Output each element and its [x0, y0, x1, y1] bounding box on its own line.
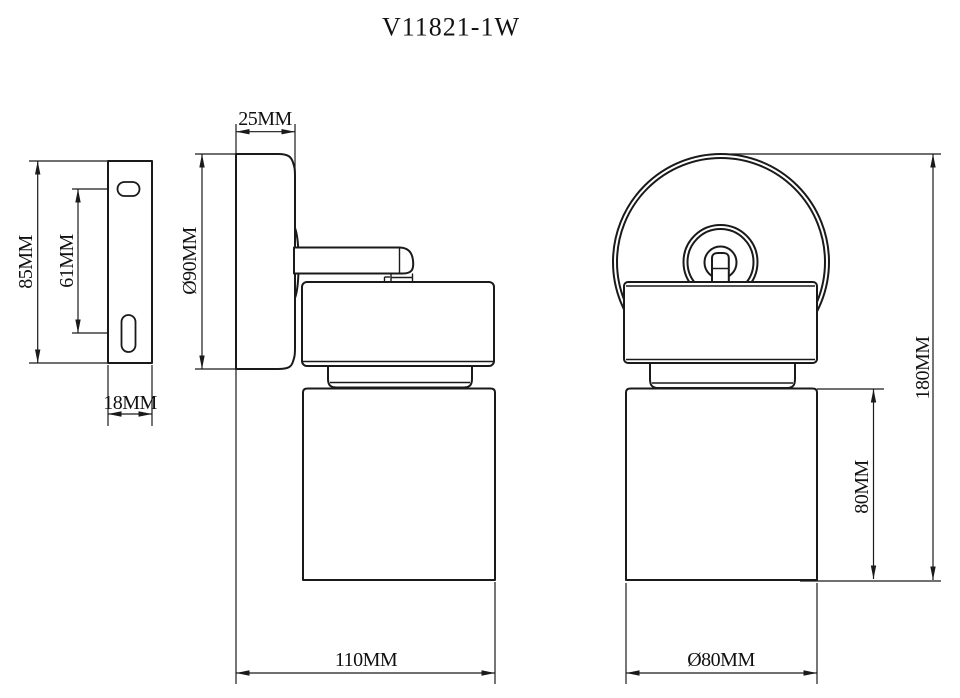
- dim-label-bracket-height: 85MM: [15, 235, 37, 289]
- bracket-top-slot: [116, 181, 141, 197]
- bracket-side-view: 85MM 61MM 18MM: [15, 160, 158, 426]
- lamp-front-view: 180MM 80MM Ø80MM: [612, 153, 941, 684]
- dim-label-shade-diameter: Ø80MM: [687, 649, 755, 671]
- lamp-side-view: 25MM Ø90MM 110MM: [179, 108, 496, 684]
- dim-label-bracket-hole-spacing: 61MM: [56, 234, 78, 288]
- backplate-side-profile: [235, 153, 296, 370]
- dim-label-overall-depth: 110MM: [335, 649, 398, 671]
- glass-shade-side: [302, 387, 496, 581]
- dim-label-backplate-diameter: Ø90MM: [179, 227, 201, 295]
- front-extension-lines: [625, 153, 941, 684]
- glass-shade-front: [625, 387, 818, 581]
- lamp-head-front: [623, 281, 818, 364]
- neck-ring-side: [327, 365, 473, 389]
- arm-front-stub: [711, 252, 730, 284]
- pivot-bracket: [383, 273, 414, 282]
- dim-label-backplate-depth: 25MM: [238, 108, 292, 130]
- drawing-title: V11821-1W: [382, 13, 520, 42]
- dim-label-shade-height: 80MM: [851, 460, 873, 514]
- neck-ring-front: [649, 362, 796, 389]
- arm-side-profile: [293, 246, 415, 275]
- lamp-head-side: [301, 281, 495, 367]
- dim-label-bracket-width: 18MM: [103, 392, 157, 414]
- dim-label-overall-height: 180MM: [912, 336, 934, 400]
- bracket-bottom-slot: [120, 314, 137, 353]
